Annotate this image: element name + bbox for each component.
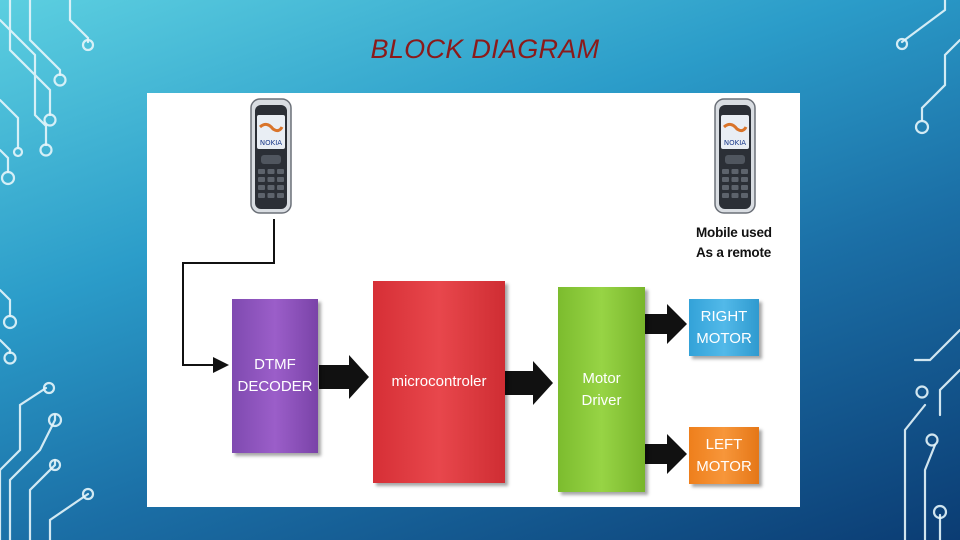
dtmf-to-mcu-arrow — [319, 355, 369, 399]
dtmf-label-line1: DTMF — [254, 356, 296, 374]
slide-title: BLOCK DIAGRAM — [370, 34, 600, 64]
remote-note-line1: Mobile used — [696, 225, 772, 240]
motor-driver-block: Motor Driver — [558, 287, 645, 492]
microcontroller-label: microcontroler — [391, 373, 487, 391]
remote-note-line2: As a remote — [696, 245, 772, 261]
mobile-phone-icon: NOKIA — [714, 98, 756, 214]
right-motor-label-line2: MOTOR — [696, 329, 752, 347]
dtmf-decoder-block: DTMF DECODER — [232, 299, 318, 453]
motor-driver-label-line1: Motor — [582, 369, 621, 387]
phone-brand-label: NOKIA — [260, 139, 282, 147]
microcontroller-block: microcontroler — [373, 281, 505, 483]
left-motor-label-line2: MOTOR — [696, 457, 752, 475]
dtmf-label-line2: DECODER — [237, 378, 313, 395]
right-motor-block: RIGHT MOTOR — [689, 299, 759, 356]
driver-to-right-motor-arrow — [645, 304, 687, 344]
block-diagram: NOKIA NOKIA Mobile used As a remote DTMF — [147, 93, 800, 507]
phone-brand-label: NOKIA — [724, 139, 746, 147]
left-motor-label-line1: LEFT — [705, 435, 743, 453]
motor-driver-label-line2: Driver — [581, 391, 622, 409]
right-motor-label-line1: RIGHT — [700, 307, 748, 325]
phone-to-dtmf-wire — [182, 219, 275, 373]
mcu-to-driver-arrow — [505, 361, 553, 405]
diagram-connectors — [182, 219, 687, 474]
mobile-phone-icon: NOKIA — [250, 98, 292, 214]
driver-to-left-motor-arrow — [645, 434, 687, 474]
remote-note: Mobile used As a remote — [696, 223, 772, 264]
left-motor-block: LEFT MOTOR — [689, 427, 759, 484]
